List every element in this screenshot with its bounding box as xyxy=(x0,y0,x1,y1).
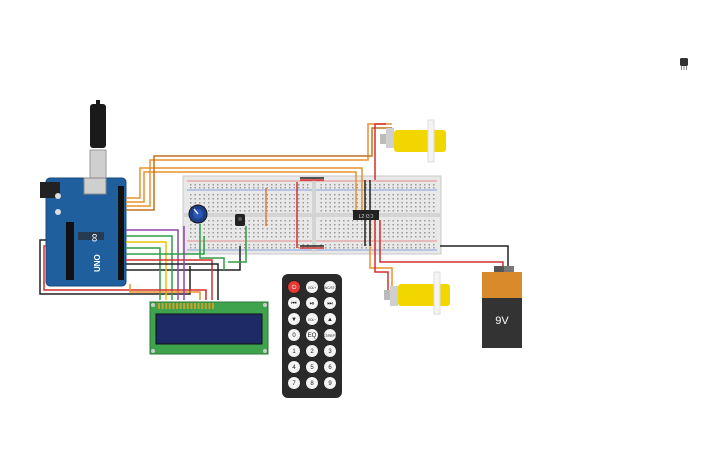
remote-button-n5[interactable]: 5 xyxy=(305,360,319,374)
remote-button-label: ST/REPT xyxy=(323,334,337,338)
digital-header xyxy=(118,186,124,280)
remote-button-label: ⏯ xyxy=(310,301,315,307)
remote-button-up[interactable]: ▲ xyxy=(323,312,337,326)
remote-button-func_stop[interactable]: FUNC/STOP xyxy=(321,280,339,294)
remote-button-label: ▼ xyxy=(291,317,297,323)
ir-receiver-thumbnail[interactable] xyxy=(680,58,688,70)
dc-motor-top[interactable] xyxy=(380,119,446,163)
remote-button-label: 2 xyxy=(310,349,314,355)
remote-button-n6[interactable]: 6 xyxy=(323,360,337,374)
remote-button-eq[interactable]: EQ xyxy=(305,328,319,342)
remote-button-label: 8 xyxy=(310,381,314,387)
remote-button-label: ▲ xyxy=(327,317,333,323)
analog-header xyxy=(66,222,74,280)
remote-button-label: 6 xyxy=(328,365,332,371)
remote-button-label: ⏭ xyxy=(327,301,333,307)
remote-button-label: ⏮ xyxy=(291,301,297,307)
remote-button-label: 1 xyxy=(292,349,296,355)
remote-button-n8[interactable]: 8 xyxy=(305,376,319,390)
battery-9v[interactable]: 9V xyxy=(482,266,522,348)
remote-button-label: EQ xyxy=(308,333,317,339)
remote-button-st_rept[interactable]: ST/REPT xyxy=(323,328,337,342)
remote-button-label: VOL− xyxy=(308,318,316,322)
arduino-model-label: UNO xyxy=(93,254,102,272)
remote-button-n4[interactable]: 4 xyxy=(287,360,301,374)
remote-button-vol_up[interactable]: VOL+ xyxy=(305,280,319,294)
remote-button-label: 4 xyxy=(292,365,296,371)
remote-button-label: ⏻ xyxy=(292,284,297,291)
remote-button-label: 5 xyxy=(310,365,314,371)
lcd-pin-header xyxy=(158,303,214,309)
remote-button-label: 9 xyxy=(328,381,332,387)
ir-receiver[interactable] xyxy=(235,214,245,226)
arduino-uno[interactable]: ∞ UNO xyxy=(40,100,127,287)
remote-button-down[interactable]: ▼ xyxy=(287,312,301,326)
remote-button-n7[interactable]: 7 xyxy=(287,376,301,390)
remote-button-n3[interactable]: 3 xyxy=(323,344,337,358)
remote-button-power[interactable]: ⏻ xyxy=(287,280,301,294)
remote-button-label: 3 xyxy=(328,349,332,355)
breadboard-holes xyxy=(190,184,435,249)
potentiometer[interactable] xyxy=(188,204,208,224)
lcd-16x2[interactable] xyxy=(149,301,269,355)
wires[interactable] xyxy=(39,123,509,300)
remote-button-label: VOL+ xyxy=(308,286,316,290)
remote-button-prev[interactable]: ⏮ xyxy=(287,296,301,310)
remote-button-vol_down[interactable]: VOL− xyxy=(305,312,319,326)
remote-button-next[interactable]: ⏭ xyxy=(323,296,337,310)
remote-button-n1[interactable]: 1 xyxy=(287,344,301,358)
arduino-logo: ∞ xyxy=(87,233,101,242)
remote-button-label: FUNC/STOP xyxy=(321,286,339,290)
motor-driver-label: L293D xyxy=(359,214,374,220)
remote-button-label: 7 xyxy=(292,381,296,387)
battery-voltage-label: 9V xyxy=(495,315,509,327)
dc-motor-bottom[interactable] xyxy=(384,271,450,315)
ir-remote[interactable]: ⏻ VOL+ FUNC/STOP ⏮ ⏯ ⏭ ▼ VOL− ▲ 0 EQ ST/REPT 1 2 3 4 5 6 7… xyxy=(282,274,342,398)
remote-button-label: 0 xyxy=(292,333,296,339)
breadboard[interactable] xyxy=(182,175,442,255)
remote-button-n2[interactable]: 2 xyxy=(305,344,319,358)
usb-cable xyxy=(90,104,106,148)
motor-driver-ic[interactable]: L293D xyxy=(353,210,379,220)
power-jack xyxy=(40,182,60,198)
remote-button-n9[interactable]: 9 xyxy=(323,376,337,390)
remote-button-n0[interactable]: 0 xyxy=(287,328,301,342)
remote-button-play[interactable]: ⏯ xyxy=(305,296,319,310)
usb-connector xyxy=(89,149,107,179)
